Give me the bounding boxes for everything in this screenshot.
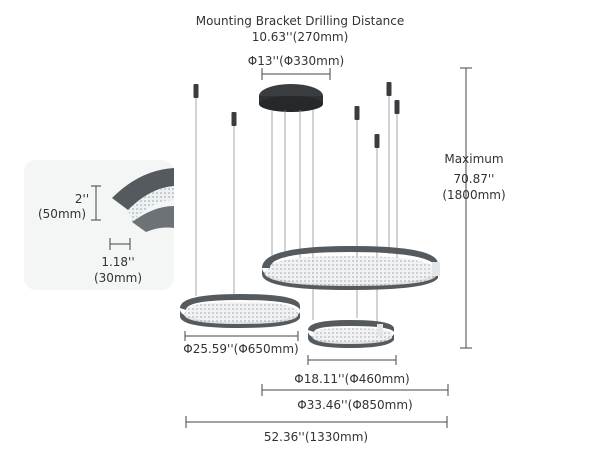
bracket-title: Mounting Bracket Drilling Distance xyxy=(195,14,405,28)
overall-width: 52.36''(1330mm) xyxy=(263,430,369,444)
detail-ring-inner xyxy=(132,206,174,232)
medium-ring xyxy=(308,320,394,348)
small-ring xyxy=(180,294,300,328)
medium-ring-diameter: Φ18.11''(Φ460mm) xyxy=(294,372,410,386)
detail-ring-section xyxy=(112,168,174,210)
height-dimension xyxy=(460,67,472,349)
small-ring-diameter: Φ25.59''(Φ650mm) xyxy=(183,342,299,356)
detail-height-mm: (50mm) xyxy=(37,207,87,221)
canopy xyxy=(259,84,323,112)
ring-dimension-lines xyxy=(184,331,449,428)
height-inches: 70.87'' xyxy=(453,172,495,186)
detail-width-inches: 1.18'' xyxy=(101,255,135,269)
detail-crystal-strip xyxy=(128,186,174,222)
detail-height-inches: 2'' xyxy=(74,192,90,206)
detail-inset xyxy=(24,160,174,290)
detail-width-mm: (30mm) xyxy=(93,271,143,285)
large-ring-diameter: Φ33.46''(Φ850mm) xyxy=(297,398,413,412)
large-ring xyxy=(262,246,440,290)
height-mm: (1800mm) xyxy=(442,188,506,202)
bracket-value: 10.63''(270mm) xyxy=(251,30,349,44)
cable-sleeves xyxy=(193,82,400,148)
height-label: Maximum xyxy=(444,152,504,166)
canopy-diameter: Φ13''(Φ330mm) xyxy=(247,54,345,68)
bracket-dimension xyxy=(261,68,331,80)
